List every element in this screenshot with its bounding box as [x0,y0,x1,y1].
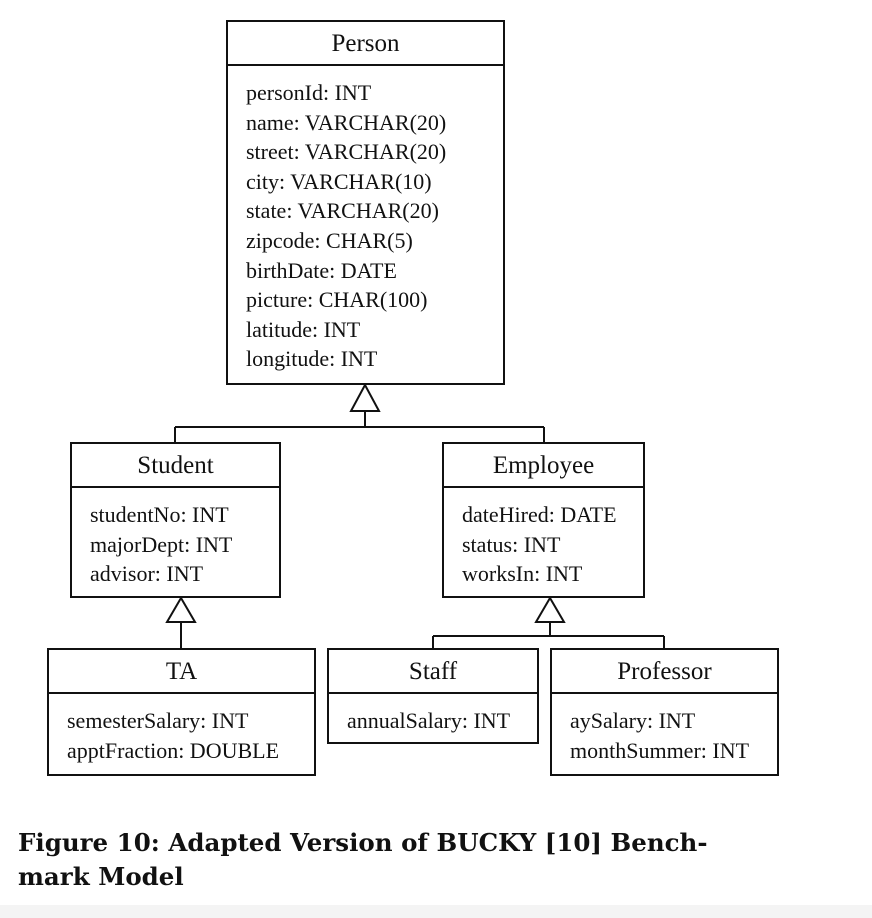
class-attribute: annualSalary: INT [347,708,511,733]
class-attribute: semesterSalary: INT [67,708,249,733]
attribute-list: semesterSalary: INT apptFraction: DOUBLE [49,694,314,765]
generalization-arrow-employee [534,596,566,623]
class-attribute: personId: INT [246,80,372,105]
class-attribute: state: VARCHAR(20) [246,198,439,224]
class-attribute: zipcode: CHAR(5) [246,227,413,253]
class-box-professor: Professor aySalary: INT monthSummer: INT [550,648,779,776]
caption-line: mark Model [18,862,184,891]
class-title: Staff [329,650,537,694]
class-title: Professor [552,650,777,694]
class-attribute: name: VARCHAR(20) [246,109,447,135]
attribute-list: personId: INT name: VARCHAR(20) street: VA… [228,66,503,374]
class-attribute: city: VARCHAR(10) [246,168,432,194]
class-title: Employee [444,444,643,488]
class-attribute: picture: CHAR(100) [246,287,428,313]
caption-line: Figure 10: Adapted Version of BUCKY [10]… [18,828,708,857]
class-title: Student [72,444,279,488]
uml-class-diagram: Person personId: INT name: VARCHAR(20) str… [47,20,779,776]
class-attribute: aySalary: INT [570,708,696,733]
class-attribute: apptFraction: DOUBLE [67,737,280,763]
class-attribute: worksIn: INT [462,561,583,587]
attribute-list: aySalary: INT monthSummer: INT [552,694,777,765]
generalization-arrow-person [349,382,381,412]
inheritance-connectors [165,382,665,649]
class-attribute: latitude: INT [246,316,361,342]
attribute-list: annualSalary: INT [329,694,537,736]
class-box-staff: Staff annualSalary: INT [327,648,539,744]
class-attribute: street: VARCHAR(20) [246,139,447,165]
class-attribute: monthSummer: INT [570,737,750,763]
class-attribute: majorDept: INT [90,531,233,557]
class-title: TA [49,650,314,694]
class-box-ta: TA semesterSalary: INT apptFraction: DOUB… [47,648,316,776]
attribute-list: studentNo: INT majorDept: INT advisor: INT [72,488,279,589]
class-attribute: dateHired: DATE [462,502,617,527]
figure-caption: Figure 10: Adapted Version of BUCKY [10]… [18,826,858,894]
class-attribute: studentNo: INT [90,502,229,527]
class-box-employee: Employee dateHired: DATE status: INT works… [442,442,645,598]
attribute-list: dateHired: DATE status: INT worksIn: INT [444,488,643,589]
class-attribute: status: INT [462,531,561,557]
class-attribute: birthDate: DATE [246,257,397,283]
class-title: Person [228,22,503,66]
class-attribute: advisor: INT [90,561,204,587]
class-attribute: longitude: INT [246,346,378,372]
generalization-arrow-student [165,596,197,623]
class-box-student: Student studentNo: INT majorDept: INT advi… [70,442,281,598]
page-bottom-band [0,905,872,918]
class-box-person: Person personId: INT name: VARCHAR(20) str… [226,20,505,385]
